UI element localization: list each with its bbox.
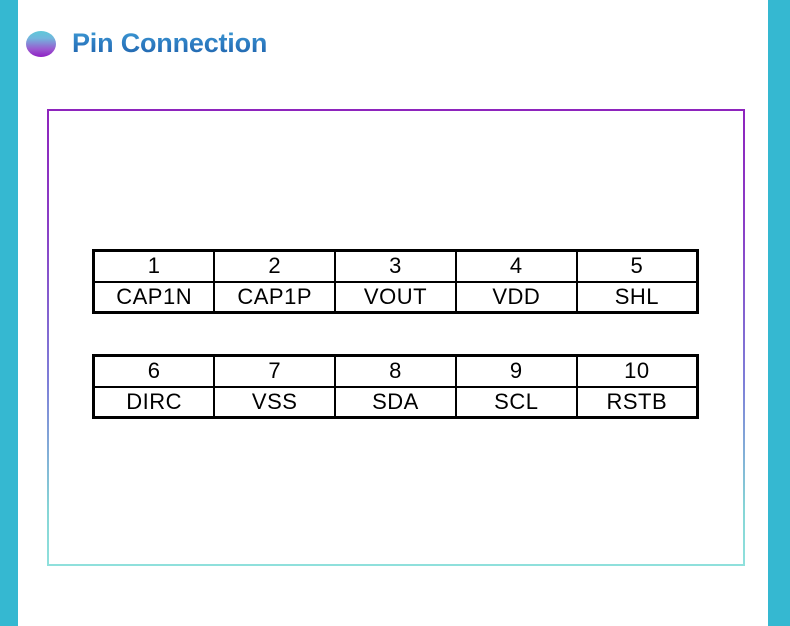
pin-table-6-10: 6 7 8 9 10 DIRC VSS SDA SCL RSTB xyxy=(92,354,699,419)
left-accent-bar xyxy=(0,0,18,626)
pin-number-cell: 2 xyxy=(213,249,337,283)
pin-number-cell: 10 xyxy=(575,354,699,388)
table-row-pin-names: CAP1N CAP1P VOUT VDD SHL xyxy=(92,280,699,314)
page-title: Pin Connection xyxy=(72,28,268,58)
pin-number-cell: 1 xyxy=(92,249,216,283)
pin-name-cell: RSTB xyxy=(575,385,699,419)
pin-name-cell: CAP1N xyxy=(92,280,216,314)
pin-name-cell: VDD xyxy=(454,280,578,314)
table-row-pin-numbers: 1 2 3 4 5 xyxy=(92,249,699,283)
pin-number-cell: 7 xyxy=(213,354,337,388)
pin-tables-container: 1 2 3 4 5 CAP1N CAP1P VOUT VDD SHL 6 xyxy=(92,249,702,419)
pin-number-cell: 6 xyxy=(92,354,216,388)
pin-name-cell: SHL xyxy=(575,280,699,314)
right-accent-bar xyxy=(768,0,790,626)
pin-name-cell: CAP1P xyxy=(213,280,337,314)
pin-number-cell: 9 xyxy=(454,354,578,388)
pin-name-cell: SDA xyxy=(334,385,457,419)
table-row-pin-names: DIRC VSS SDA SCL RSTB xyxy=(92,385,699,419)
pin-number-cell: 4 xyxy=(454,249,578,283)
table-row-pin-numbers: 6 7 8 9 10 xyxy=(92,354,699,388)
pin-name-cell: VOUT xyxy=(334,280,457,314)
gradient-circle-bullet-icon xyxy=(26,30,56,57)
slide-title-row: Pin Connection xyxy=(26,28,267,59)
pin-table-1-5: 1 2 3 4 5 CAP1N CAP1P VOUT VDD SHL xyxy=(92,249,699,314)
pin-name-cell: VSS xyxy=(213,385,337,419)
pin-number-cell: 3 xyxy=(334,249,457,283)
pin-number-cell: 8 xyxy=(334,354,457,388)
pin-name-cell: SCL xyxy=(454,385,578,419)
content-frame: 1 2 3 4 5 CAP1N CAP1P VOUT VDD SHL 6 xyxy=(47,109,745,566)
pin-number-cell: 5 xyxy=(575,249,699,283)
pin-name-cell: DIRC xyxy=(92,385,216,419)
